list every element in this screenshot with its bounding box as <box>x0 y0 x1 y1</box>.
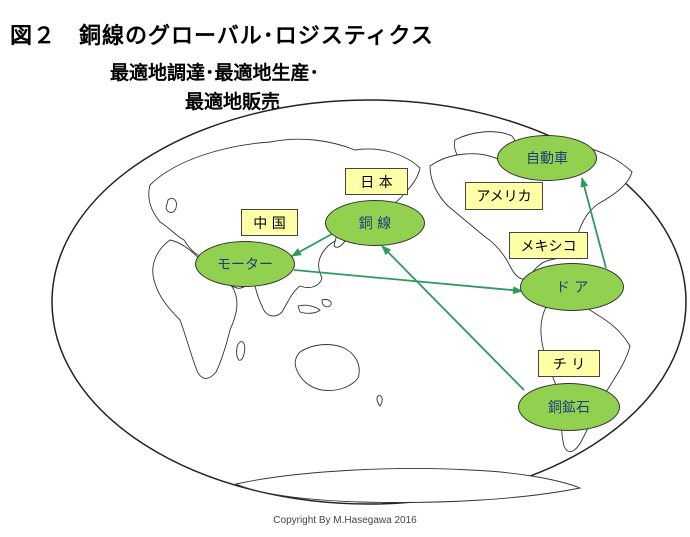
label-america: アメリカ <box>465 182 543 210</box>
node-motor: モーター <box>195 241 295 287</box>
figure-title: 図２ 銅線のグローバル･ロジスティクス <box>10 24 434 49</box>
node-copper-ore: 銅鉱石 <box>518 383 620 431</box>
figure-subtitle-line1: 最適地調達･最適地生産･ <box>110 62 320 84</box>
label-mexico: メキシコ <box>509 232 588 259</box>
node-automobile: 自動車 <box>497 135 597 181</box>
arrow-door-to-automobile <box>580 177 607 269</box>
arrow-copper-ore-to-copper-wire <box>381 245 525 391</box>
arrow-motor-to-door <box>293 269 523 295</box>
label-chile: チ リ <box>538 350 600 377</box>
copyright-text: Copyright By M.Hasegawa 2016 <box>273 515 417 526</box>
label-japan: 日 本 <box>345 168 408 195</box>
label-china: 中 国 <box>241 209 298 236</box>
figure-subtitle-line2: 最適地販売 <box>185 91 281 113</box>
node-door: ド ア <box>520 263 624 311</box>
node-copper-wire: 銅 線 <box>325 200 425 246</box>
